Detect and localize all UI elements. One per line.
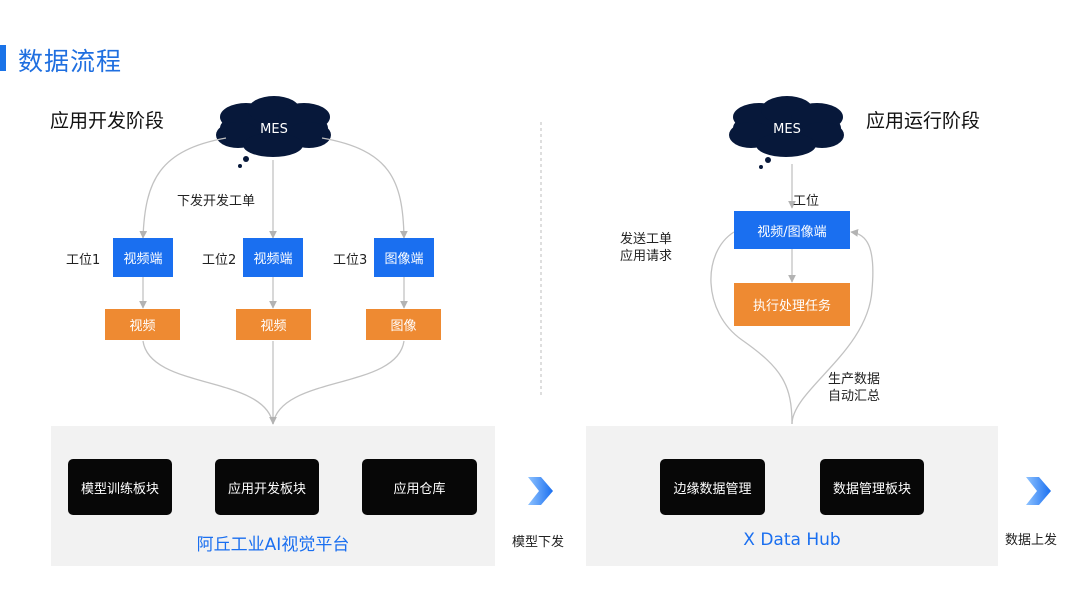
run-platform-panel	[586, 426, 998, 566]
title-accent-bar	[0, 45, 6, 71]
upload-label: 数据上发	[1005, 533, 1058, 548]
station-label-3: 工位3	[333, 253, 368, 268]
module-model-training: 模型训练板块	[68, 459, 172, 515]
request-label-line2: 应用请求	[620, 249, 673, 264]
mes-cloud-dev	[216, 96, 331, 168]
run-stage-title: 应用运行阶段	[866, 110, 981, 132]
module-edge-data-management: 边缘数据管理	[660, 459, 765, 515]
module-app-repository: 应用仓库	[362, 459, 477, 515]
upload-arrow-icon	[1026, 477, 1051, 505]
collect-label-line2: 自动汇总	[828, 389, 881, 404]
module-app-development: 应用开发板块	[215, 459, 319, 515]
terminal-box-3: 图像端	[374, 238, 434, 277]
mes-label-run: MES	[773, 122, 801, 137]
terminal-box-2: 视频端	[243, 238, 303, 277]
transfer-label: 模型下发	[512, 535, 565, 550]
mes-cloud-run	[729, 96, 844, 169]
dev-platform-name: 阿丘工业AI视觉平台	[196, 535, 350, 555]
data-box-1: 视频	[105, 309, 180, 340]
station-label-2: 工位2	[202, 253, 237, 268]
data-box-3: 图像	[366, 309, 441, 340]
module-data-management: 数据管理板块	[820, 459, 924, 515]
run-task-box: 执行处理任务	[734, 283, 850, 326]
data-box-2: 视频	[236, 309, 311, 340]
page-title: 数据流程	[18, 47, 123, 76]
terminal-box-1: 视频端	[113, 238, 173, 277]
dev-stage-title: 应用开发阶段	[50, 110, 165, 132]
request-label-line1: 发送工单	[620, 232, 673, 247]
run-platform-name: X Data Hub	[743, 530, 841, 550]
mes-label-dev: MES	[260, 122, 288, 137]
collect-label-line1: 生产数据	[828, 372, 881, 387]
station-label-1: 工位1	[66, 253, 101, 268]
station-label-run: 工位	[793, 194, 820, 209]
dispatch-label: 下发开发工单	[177, 194, 256, 209]
transfer-arrow-icon	[528, 477, 553, 505]
run-terminal-box: 视频/图像端	[734, 211, 850, 249]
